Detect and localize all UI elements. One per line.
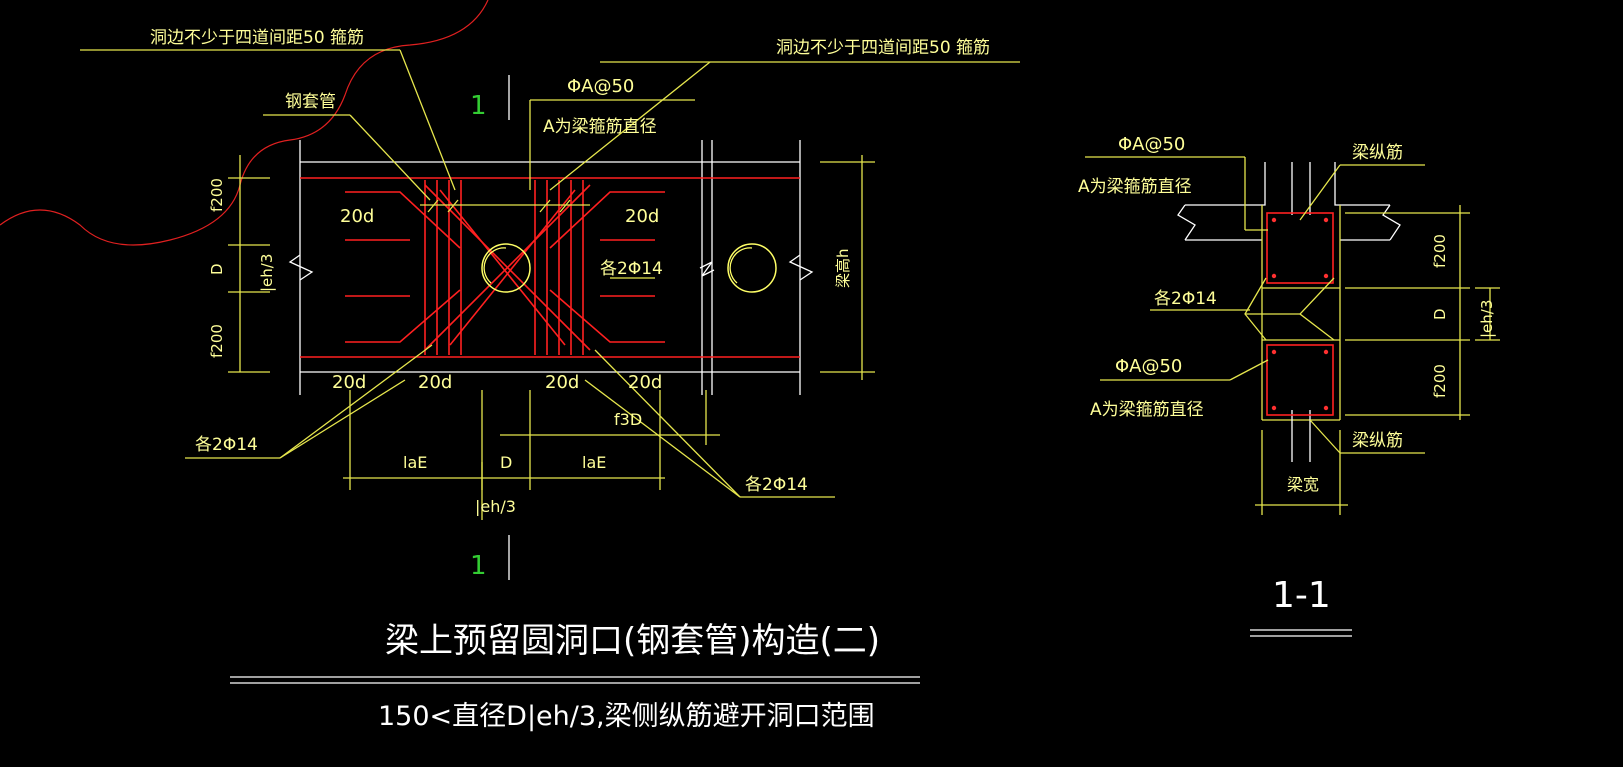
dim-hole-d: D: [208, 263, 226, 275]
leader-stirrup-spec: ΦA@50: [567, 76, 634, 97]
leader-stirrup-note: A为梁箍筋直径: [543, 117, 657, 137]
dim-eh3-bottom: |eh/3: [475, 497, 516, 516]
section-bars: 各2Φ14: [1154, 289, 1217, 309]
revision-cloud: [0, 0, 489, 246]
section-dim-d: D: [1431, 308, 1449, 320]
label-bars-mid: 各2Φ14: [600, 259, 663, 279]
main-title: 梁上预留圆洞口(钢套管)构造(二): [385, 621, 880, 661]
section-mark-top: 1: [470, 91, 487, 121]
section-dim-f200-top: f200: [1431, 234, 1449, 268]
section-stirrup-note-bottom: A为梁箍筋直径: [1090, 400, 1204, 420]
dim-f3d: f3D: [614, 410, 642, 429]
section-leaders: [1085, 156, 1425, 454]
main-dimensions: [228, 155, 875, 520]
main-note: 150<直径D|eh/3,梁侧纵筋避开洞口范围: [378, 701, 875, 732]
section-dim-f200-bottom: f200: [1431, 364, 1449, 398]
dim-lae-right: laE: [582, 453, 606, 472]
dim-20d-bottom-2: 20d: [418, 372, 452, 393]
dim-lae-left: laE: [403, 453, 427, 472]
section-dim-eh3: |eh/3: [1478, 300, 1496, 338]
dim-20d-bottom-1: 20d: [332, 372, 366, 393]
section-stirrup-spec-bottom: ΦA@50: [1115, 356, 1182, 377]
section-long-bar-top: 梁纵筋: [1352, 143, 1403, 163]
section-stirrup-note-top: A为梁箍筋直径: [1078, 177, 1192, 197]
main-leaders: [80, 49, 1020, 684]
section-stirrup-spec-top: ΦA@50: [1118, 134, 1185, 155]
sleeve-hole-secondary: [727, 243, 777, 293]
dim-bottom-f200: f200: [208, 324, 226, 358]
label-bars-right: 各2Φ14: [745, 475, 808, 495]
dim-20d-top-right: 20d: [625, 206, 659, 227]
stirrup-group: [424, 180, 584, 355]
dim-20d-bottom-4: 20d: [628, 372, 662, 393]
leader-steel-sleeve: 钢套管: [285, 92, 336, 112]
section-mark-bottom: 1: [470, 551, 487, 581]
label-bars-left: 各2Φ14: [195, 435, 258, 455]
section-title: 1-1: [1272, 575, 1331, 616]
leader-edge-rebar-left: 洞边不少于四道间距50 箍筋: [150, 28, 364, 48]
dim-beam-height: 梁高h: [834, 248, 852, 288]
dim-eh3-side: |eh/3: [258, 254, 276, 292]
section-long-bar-bottom: 梁纵筋: [1352, 431, 1403, 451]
dim-top-f200: f200: [208, 178, 226, 212]
section-dimensions: [1255, 205, 1500, 515]
leader-edge-rebar-right: 洞边不少于四道间距50 箍筋: [776, 38, 990, 58]
section-1-1: [1177, 162, 1401, 637]
dim-20d-bottom-3: 20d: [545, 372, 579, 393]
section-beam-width: 梁宽: [1287, 475, 1319, 494]
dim-20d-top-left: 20d: [340, 206, 374, 227]
dim-d-bottom: D: [500, 453, 512, 472]
sleeve-hole-main: [481, 243, 531, 293]
main-elevation: [288, 75, 814, 580]
